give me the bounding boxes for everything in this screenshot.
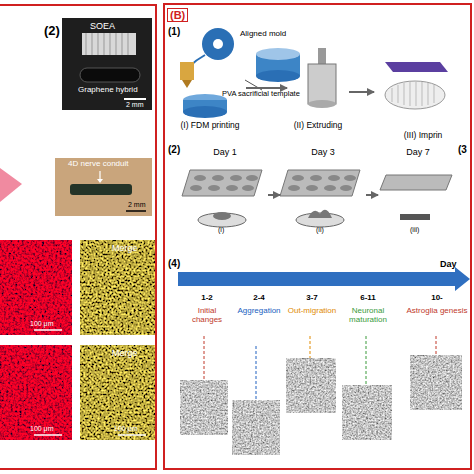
panel-number: (i) bbox=[218, 226, 224, 234]
panel-box: (2) bbox=[0, 4, 157, 470]
stage-node: 1-2Initial changes bbox=[182, 294, 232, 338]
scale-label: 100 μm bbox=[30, 320, 54, 328]
panel-number: (3 bbox=[458, 144, 467, 155]
annotation-label: Day bbox=[440, 260, 457, 270]
day-range: 6-11 bbox=[360, 294, 376, 303]
node-label: Day 1 bbox=[182, 148, 268, 158]
day-range: 10- bbox=[431, 294, 443, 303]
day-range: 1-2 bbox=[201, 294, 213, 303]
panel-number: (iii) bbox=[410, 226, 419, 234]
node-label: (B) bbox=[167, 8, 188, 22]
flow-arrow bbox=[268, 194, 280, 196]
day-range: 2-4 bbox=[253, 294, 265, 303]
node-label: (I) FDM printing bbox=[174, 121, 246, 130]
annotation-label: 4D nerve conduit bbox=[68, 160, 128, 169]
extruder bbox=[308, 48, 336, 108]
step-box: (II) Extruding bbox=[287, 46, 349, 130]
stage-node: 2-4Aggregation bbox=[234, 294, 284, 348]
conduit-photo bbox=[55, 158, 152, 216]
step-box: (I) FDM printing bbox=[174, 32, 246, 130]
annotation-label: Merge bbox=[112, 244, 138, 254]
panel-number: (2) bbox=[168, 144, 180, 155]
stage-node: 10- Astroglia genesis bbox=[400, 294, 474, 338]
flow-arrow bbox=[349, 91, 374, 93]
stage-name: Astroglia genesis bbox=[407, 307, 468, 316]
step-box: Day 1 bbox=[182, 148, 268, 242]
stage-name: Out-migration bbox=[288, 307, 336, 316]
panel-number: (4) bbox=[168, 258, 180, 269]
annotation-label: PVA sacrificial template bbox=[222, 90, 300, 98]
step-box: (III) Imprin bbox=[374, 54, 472, 140]
node-label: (II) Extruding bbox=[287, 121, 349, 130]
node-label: (III) Imprin bbox=[374, 131, 472, 140]
annotation-label: SOEA bbox=[90, 22, 115, 32]
flow-arrow bbox=[366, 194, 378, 196]
scale-label: 100 μm bbox=[30, 425, 54, 433]
panel-number: (ii) bbox=[316, 226, 324, 234]
stage-name: Neuronal maturation bbox=[340, 307, 396, 325]
stage-node: 6-11Neuronal maturation bbox=[340, 294, 396, 338]
node-label: Day 3 bbox=[280, 148, 366, 158]
node-label: Day 7 bbox=[378, 148, 458, 158]
micrographs bbox=[180, 355, 462, 455]
fdm-printer bbox=[180, 28, 234, 118]
annotation-label: Graphene hybrid bbox=[78, 86, 138, 95]
panel-box: (B) (I) FDM printing (II) Extruding (III) I… bbox=[163, 3, 472, 470]
scale-label: 100 μm bbox=[114, 425, 138, 433]
annotation-label: Aligned mold bbox=[240, 30, 286, 39]
stage-name: Initial changes bbox=[182, 307, 232, 325]
imprint-device bbox=[385, 62, 448, 109]
day-range: 3-7 bbox=[306, 294, 318, 303]
annotation-label: Merge bbox=[112, 349, 138, 359]
node-label: (2) bbox=[44, 24, 60, 38]
flow-arrow bbox=[246, 87, 287, 89]
culture-plates bbox=[182, 170, 452, 227]
fluorescence-images bbox=[0, 240, 155, 440]
scale-label: 2 mm bbox=[128, 201, 146, 209]
sem-image bbox=[62, 18, 152, 110]
timeline-arrow bbox=[178, 267, 470, 291]
stage-node: 3-7Out-migration bbox=[286, 294, 338, 338]
aligned-mold bbox=[245, 48, 300, 90]
stage-name: Aggregation bbox=[237, 307, 280, 316]
pink-sample bbox=[0, 168, 22, 202]
panel-number: (1) bbox=[168, 26, 180, 37]
scale-label: 2 mm bbox=[126, 101, 144, 109]
